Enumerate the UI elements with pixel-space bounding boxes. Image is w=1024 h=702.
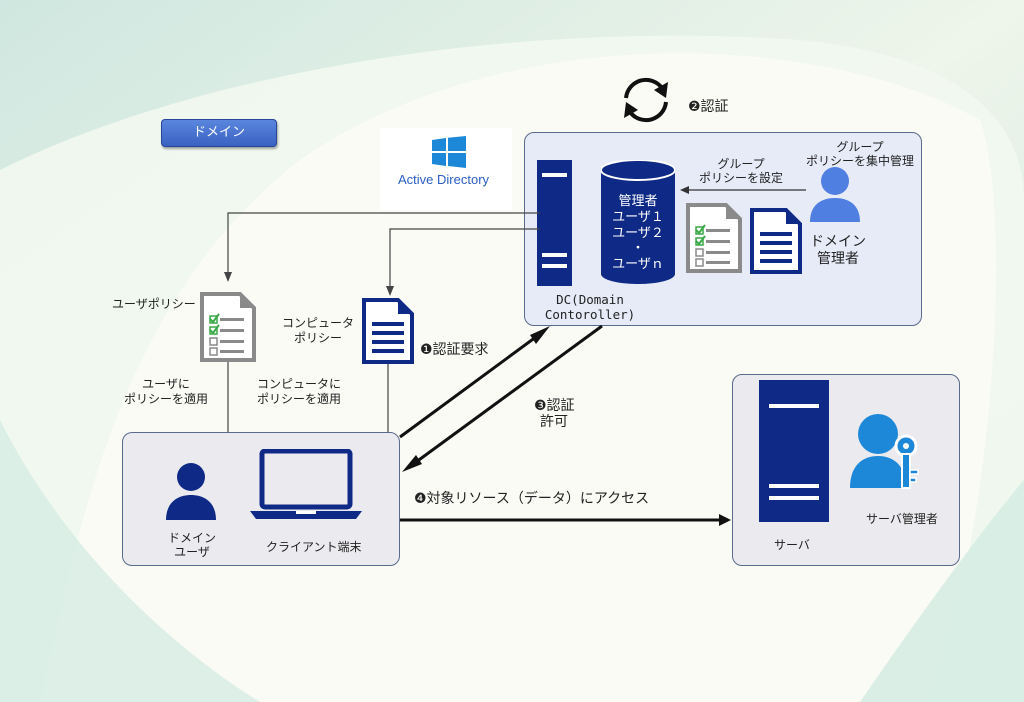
db-line-user1: ユーザ１ [612,210,664,225]
dc-label-line2: Contoroller) [544,307,636,322]
domain-admin-person-icon [810,167,860,222]
database-icon [601,160,675,284]
client-terminal-label: クライアント端末 [266,540,362,554]
db-line-user2: ユーザ２ [612,226,664,241]
step-auth-permit-line2: 許可 [540,414,568,430]
db-line-admin: 管理者 [618,194,658,209]
server-admin-key-icon [850,414,919,489]
step-auth-request-label: ❶認証要求 [420,342,489,358]
windows-logo-icon [432,136,466,168]
server-icon [759,380,829,522]
domain-badge: ドメイン [161,119,277,147]
apply-computer-line1: コンピュータに [256,377,341,391]
apply-computer-line2: ポリシーを適用 [256,392,341,406]
db-line-usern: ユーザｎ [612,257,664,272]
db-line-dot: ・ [631,241,645,256]
domain-user-line2: ユーザ [174,545,210,559]
apply-user-line2: ポリシーを適用 [123,392,208,406]
checklist-document-icon [686,203,742,273]
sync-icon [624,77,668,123]
domain-user-person-icon [166,463,216,520]
computer-policy-line2: ポリシー [293,331,342,345]
user-policy-label: ユーザポリシー [112,297,196,311]
computer-policy-document-icon [362,298,414,364]
active-directory-label: Active Directory [398,172,490,187]
server-admin-label: サーバ管理者 [866,512,938,526]
step-auth-permit-line1: ❸認証 [534,398,575,414]
user-policy-document-icon [200,292,256,362]
server-label: サーバ [774,538,810,552]
step-access-label: ❹対象リソース（データ）にアクセス [414,491,650,507]
set-policy-line2: ポリシーを設定 [698,171,783,185]
laptop-icon [250,449,362,519]
set-policy-arrow [680,186,806,194]
step-auth-label: ❷認証 [688,99,729,115]
set-policy-line1: グループ [717,157,765,171]
domain-admin-line1: ドメイン [810,234,866,250]
policy-document-icon [750,208,802,274]
apply-user-line1: ユーザに [142,377,190,391]
domain-user-line1: ドメイン [167,531,216,545]
computer-policy-line1: コンピュータ [281,316,354,330]
group-policy-central-line2: ポリシーを集中管理 [805,154,914,168]
dc-server-icon [537,160,572,286]
group-policy-central-line1: グループ [836,140,884,154]
dc-label-line1: DC(Domain [556,292,624,307]
domain-admin-line2: 管理者 [817,251,859,267]
active-directory-logo: Active Directory [380,128,512,210]
